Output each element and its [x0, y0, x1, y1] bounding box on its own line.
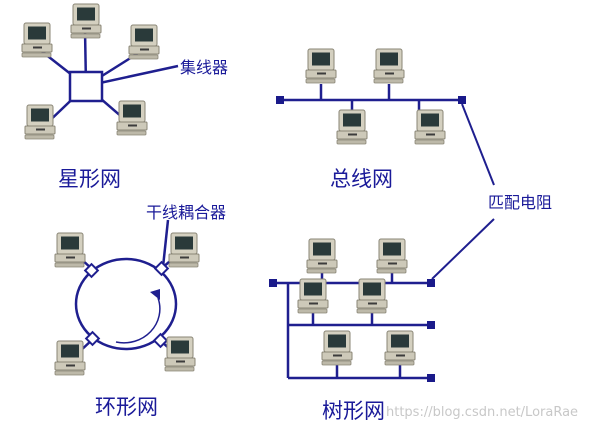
terminator	[427, 321, 435, 329]
hub-label: 集线器	[180, 58, 228, 77]
computer-icon	[336, 109, 368, 145]
watermark-text: https://blog.csdn.net/LoraRae	[386, 405, 578, 420]
arrowhead-icon	[150, 289, 160, 300]
tree-network: 树形网	[269, 238, 435, 423]
computer-icon	[414, 109, 446, 145]
computer-icon	[305, 48, 337, 84]
computer-icon	[164, 336, 196, 372]
terminator	[427, 374, 435, 382]
computer-icon	[128, 24, 160, 60]
terminator	[276, 96, 284, 104]
computer-icon	[373, 48, 405, 84]
computer-icon	[168, 232, 200, 268]
computer-icon	[21, 22, 53, 58]
ring-title: 环形网	[95, 395, 158, 419]
computer-icon	[54, 232, 86, 268]
ring-loop	[74, 257, 178, 351]
trunk-coupler	[84, 330, 101, 347]
bus-title: 总线网	[330, 167, 393, 191]
tree-links	[273, 272, 431, 380]
computer-icon	[54, 340, 86, 376]
terminator	[458, 96, 466, 104]
star-network: 集线器 星形网	[21, 3, 228, 191]
computer-icon	[297, 278, 329, 314]
terminator-callout: 匹配电阻	[431, 103, 552, 280]
computer-icon	[70, 3, 102, 39]
terminator	[269, 279, 277, 287]
trunk-coupler	[153, 260, 170, 277]
terminator-label: 匹配电阻	[488, 193, 552, 212]
ring-coupler-label: 干线耦合器	[146, 203, 226, 222]
ring-network: 干线耦合器 环形网	[54, 203, 226, 419]
computer-icon	[356, 278, 388, 314]
computer-icon	[384, 330, 416, 366]
bus-network: 总线网	[276, 48, 466, 191]
trunk-coupler	[83, 262, 100, 279]
computer-icon	[24, 104, 56, 140]
computer-icon	[116, 100, 148, 136]
computer-icon	[376, 238, 408, 274]
computer-icon	[321, 330, 353, 366]
computer-icon	[306, 238, 338, 274]
ring-direction-arrow	[115, 297, 161, 344]
star-title: 星形网	[58, 167, 121, 191]
trunk-coupler	[152, 332, 169, 349]
hub-box	[68, 70, 104, 103]
tree-title: 树形网	[322, 399, 385, 423]
terminator	[427, 279, 435, 287]
